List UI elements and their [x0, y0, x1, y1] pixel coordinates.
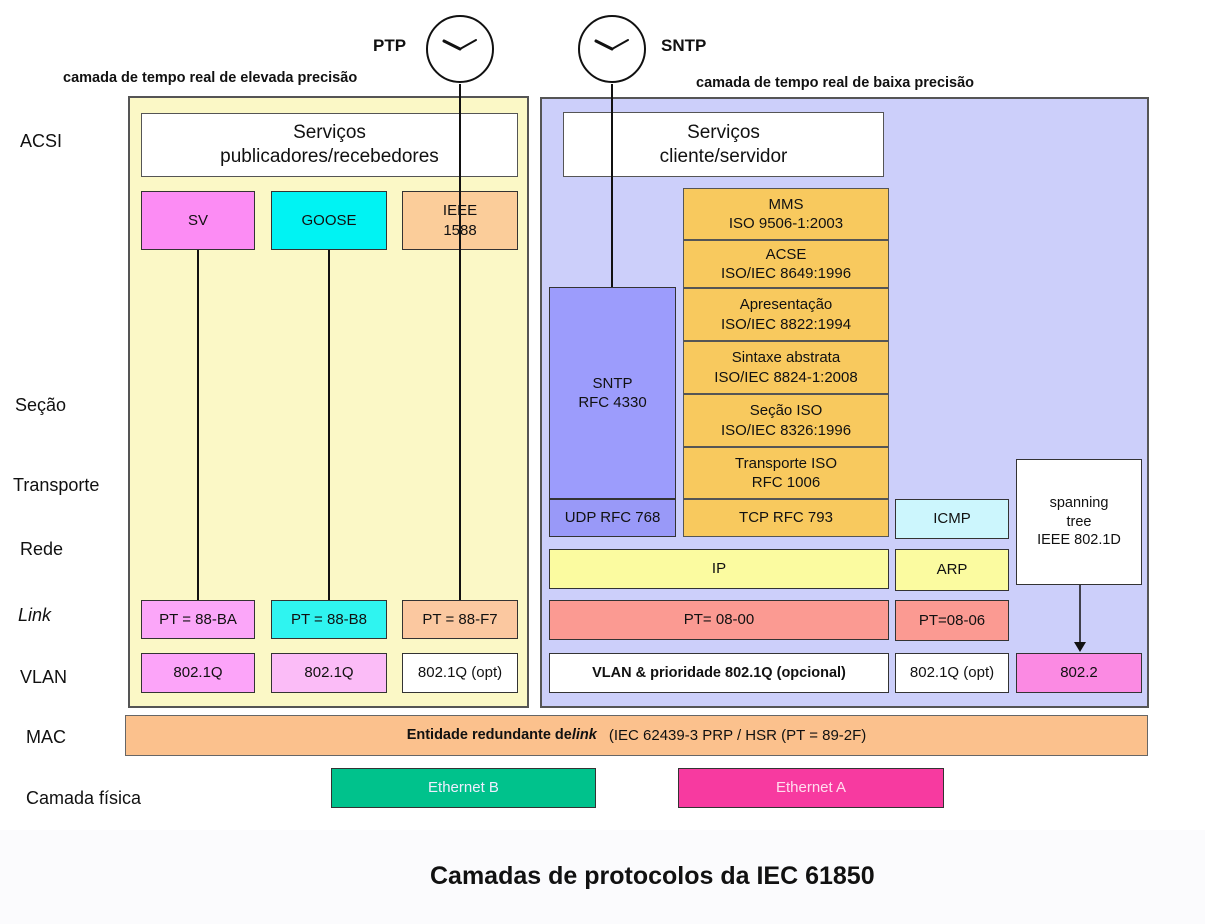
row-label-acsi: ACSI — [20, 131, 63, 151]
caption-band — [0, 830, 1205, 924]
ptp-label: PTP — [373, 36, 407, 55]
vlan-sv-box: 802.1Q — [141, 653, 255, 693]
pt-arp-box: PT=08-06 — [895, 600, 1009, 641]
pt-goose-box: PT = 88-B8 — [271, 600, 387, 639]
row-label-vlan: VLAN — [20, 667, 68, 687]
sv-connector — [197, 250, 199, 600]
ptp-clock-icon — [426, 15, 494, 83]
ethernet-a-box: Ethernet A — [678, 768, 944, 808]
vlan-arp-box: 802.1Q (opt) — [895, 653, 1009, 693]
mac-redundancy-entity: Entidade redundante de link (IEC 62439-3… — [125, 715, 1148, 756]
icmp-box: ICMP — [895, 499, 1009, 539]
row-label-link: Link — [18, 605, 52, 625]
sntp-label: SNTP — [661, 36, 707, 55]
vlan-goose-box: 802.1Q — [271, 653, 387, 693]
arp-box: ARP — [895, 549, 1009, 591]
goose-connector — [328, 250, 330, 600]
right-heading: camada de tempo real de baixa precisão — [696, 75, 975, 91]
ip-box: IP — [549, 549, 889, 589]
figure-caption: Camadas de protocolos da IEC 61850 — [430, 862, 875, 890]
row-label-secao: Seção — [15, 395, 67, 415]
pt-ieee-box: PT = 88-F7 — [402, 600, 518, 639]
sv-box: SV — [141, 191, 255, 250]
pt-ip-box: PT= 08-00 — [549, 600, 889, 640]
sntp-connector — [611, 84, 613, 287]
vlan-priority-box: VLAN & prioridade 802.1Q (opcional) — [549, 653, 889, 693]
goose-box: GOOSE — [271, 191, 387, 250]
llc-802-2-box: 802.2 — [1016, 653, 1142, 693]
vlan-ieee-box: 802.1Q (opt) — [402, 653, 518, 693]
row-label-camada-fisica: Camada física — [26, 788, 142, 808]
udp-box: UDP RFC 768 — [549, 499, 676, 537]
row-label-transporte: Transporte — [13, 475, 100, 495]
spanning-tree-arrow — [1074, 585, 1086, 652]
row-label-rede: Rede — [20, 539, 64, 559]
left-heading: camada de tempo real de elevada precisão — [63, 70, 358, 86]
sntp-clock-icon — [578, 15, 646, 83]
pt-sv-box: PT = 88-BA — [141, 600, 255, 639]
ethernet-b-box: Ethernet B — [331, 768, 596, 808]
ptp-connector — [459, 84, 461, 600]
tcp-box: TCP RFC 793 — [683, 499, 889, 537]
row-label-mac: MAC — [26, 727, 66, 747]
